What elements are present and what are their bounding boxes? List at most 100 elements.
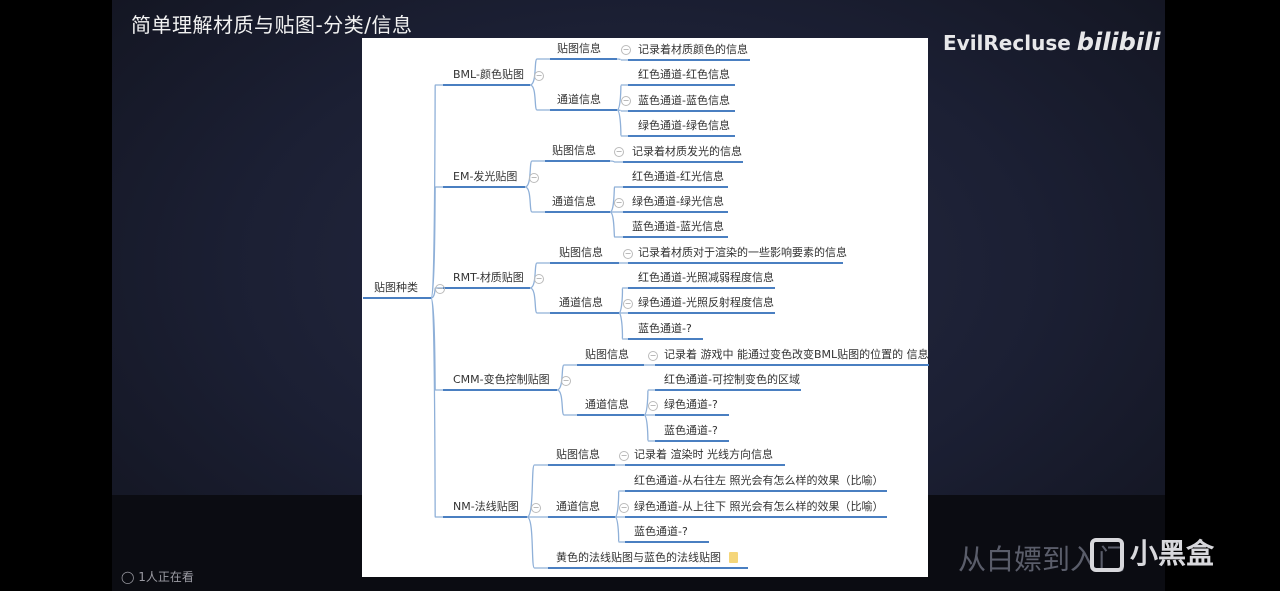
connector-line [524,186,545,213]
collapse-icon[interactable]: − [648,401,658,411]
node-channel-info[interactable]: 通道信息 [577,398,644,416]
node-cmm[interactable]: CMM-变色控制贴图 [443,373,557,391]
viewer-count-text: 1人正在看 [138,570,194,584]
collapse-icon[interactable]: − [648,351,658,361]
node-root[interactable]: 贴图种类 [363,281,431,299]
node-leaf[interactable]: 记录着材质颜色的信息 [628,43,750,61]
collapse-icon[interactable]: − [529,173,539,183]
mindmap-canvas: 贴图种类 BML-颜色贴图 贴图信息 记录着材质颜色的信息 通道信息 红色通道-… [362,38,929,577]
node-label: 绿色通道-绿光信息 [632,195,724,208]
node-label: 绿色通道-从上往下 照光会有怎么样的效果（比喻） [634,500,884,513]
node-channel[interactable]: 绿色通道-绿色信息 [628,119,735,137]
node-label: 红色通道-红光信息 [632,170,724,183]
xiaoheihe-logo-icon [1090,538,1124,572]
node-leaf[interactable]: 记录着 游戏中 能通过变色改变BML贴图的位置的 信息 [655,348,929,366]
collapse-icon[interactable]: − [614,198,624,208]
node-channel-info[interactable]: 通道信息 [550,93,617,111]
viewer-count: ◯ 1人正在看 [121,570,194,584]
node-map-info[interactable]: 贴图信息 [550,42,617,60]
collapse-icon[interactable]: − [534,71,544,81]
node-channel[interactable]: 蓝色通道-? [625,525,709,543]
collapse-icon[interactable]: − [614,147,624,157]
node-label: CMM-变色控制贴图 [453,373,550,386]
node-channel[interactable]: 红色通道-光照减弱程度信息 [628,271,775,289]
node-label: 贴图信息 [557,42,601,55]
node-channel-info[interactable]: 通道信息 [550,296,619,314]
bilibili-logo: bilibili [1076,28,1161,56]
node-label: 通道信息 [552,195,596,208]
node-channel-info[interactable]: 通道信息 [545,195,610,213]
connector-line [616,109,628,137]
node-label: 蓝色通道-? [664,424,718,437]
node-label: 红色通道-光照减弱程度信息 [638,271,774,284]
connector-line [616,58,628,61]
node-label: EM-发光贴图 [453,170,518,183]
node-leaf[interactable]: 记录着 渲染时 光线方向信息 [625,448,785,466]
connector-line [614,516,625,543]
node-label: 记录着 渲染时 光线方向信息 [634,448,773,461]
node-label: 通道信息 [556,500,600,513]
node-nm[interactable]: NM-法线贴图 [443,500,527,518]
collapse-icon[interactable]: − [623,249,633,259]
node-leaf[interactable]: 记录着材质发光的信息 [623,145,743,163]
node-channel[interactable]: 蓝色通道-蓝光信息 [623,220,728,238]
node-label: 记录着材质颜色的信息 [638,43,748,56]
video-title: 简单理解材质与贴图-分类/信息 [131,13,413,37]
collapse-icon[interactable]: − [531,503,541,513]
node-channel[interactable]: 红色通道-红光信息 [623,170,728,188]
node-channel-info[interactable]: 通道信息 [548,500,615,518]
node-map-info[interactable]: 贴图信息 [548,448,615,466]
node-label: 绿色通道-绿色信息 [638,119,730,132]
connector-line [430,297,443,518]
node-label: 记录着材质发光的信息 [632,145,742,158]
node-map-info[interactable]: 贴图信息 [550,246,619,264]
connector-line [430,84,443,299]
collapse-icon[interactable]: − [534,274,544,284]
node-label: 贴图信息 [556,448,600,461]
node-channel[interactable]: 蓝色通道-? [628,322,703,340]
note-icon[interactable] [729,552,738,563]
collapse-icon[interactable]: − [619,503,629,513]
collapse-icon[interactable]: − [621,96,631,106]
node-channel[interactable]: 红色通道-从右往左 照光会有怎么样的效果（比喻） [625,474,887,492]
node-label: 蓝色通道-蓝光信息 [632,220,724,233]
node-channel[interactable]: 绿色通道-从上往下 照光会有怎么样的效果（比喻） [625,500,887,518]
node-label: 记录着 游戏中 能通过变色改变BML贴图的位置的 信息 [664,348,929,361]
node-label: RMT-材质贴图 [453,271,524,284]
collapse-icon[interactable]: − [621,45,631,55]
node-rmt[interactable]: RMT-材质贴图 [443,271,530,289]
node-channel[interactable]: 红色通道-红色信息 [628,68,735,86]
connector-line [430,186,443,299]
connector-line [529,287,550,314]
node-bml[interactable]: BML-颜色贴图 [443,68,530,86]
node-map-info[interactable]: 贴图信息 [577,348,644,366]
node-channel[interactable]: 蓝色通道-蓝色信息 [628,94,735,112]
node-extra[interactable]: 黄色的法线贴图与蓝色的法线贴图 [548,551,748,569]
connector-line [556,389,577,416]
node-label: 绿色通道-光照反射程度信息 [638,296,774,309]
node-label: 贴图信息 [559,246,603,259]
node-label: 红色通道-红色信息 [638,68,730,81]
collapse-icon[interactable]: − [623,299,633,309]
node-label: 通道信息 [585,398,629,411]
connector-line [609,160,623,163]
node-label: 绿色通道-? [664,398,718,411]
collapse-icon[interactable]: − [619,451,629,461]
node-channel[interactable]: 绿色通道-? [655,398,729,416]
node-channel[interactable]: 绿色通道-光照反射程度信息 [628,296,775,314]
connector-line [430,297,443,391]
node-em[interactable]: EM-发光贴图 [443,170,525,188]
xiaoheihe-logo: 小黑盒 [1090,532,1214,572]
node-map-info[interactable]: 贴图信息 [545,144,610,162]
node-channel[interactable]: 蓝色通道-? [655,424,729,442]
collapse-icon[interactable]: − [435,284,445,294]
node-channel[interactable]: 红色通道-可控制变色的区域 [655,373,801,391]
node-channel[interactable]: 绿色通道-绿光信息 [623,195,728,213]
connector-line [618,312,628,340]
node-label: BML-颜色贴图 [453,68,524,81]
node-label: 贴图信息 [552,144,596,157]
node-label: NM-法线贴图 [453,500,519,513]
node-leaf[interactable]: 记录着材质对于渲染的一些影响要素的信息 [628,246,847,264]
collapse-icon[interactable]: − [561,376,571,386]
